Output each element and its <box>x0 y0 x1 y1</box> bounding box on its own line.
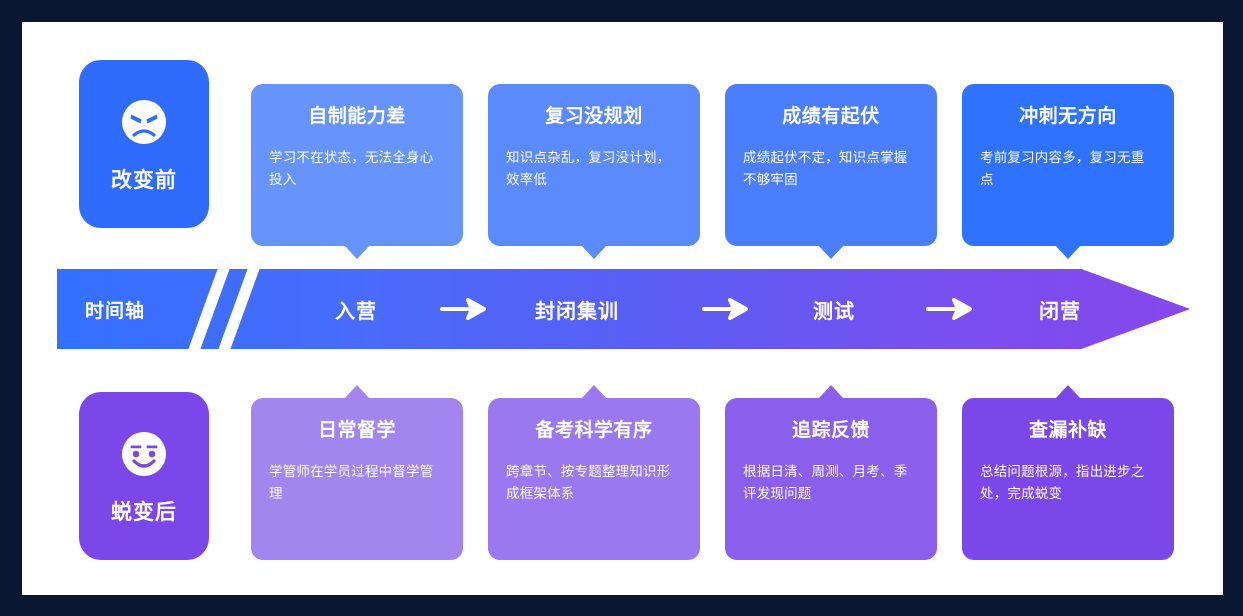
before-badge-label: 改变前 <box>111 169 177 192</box>
before-card-3-title: 成绩有起伏 <box>782 106 880 127</box>
after-row: 蜕变后 日常督学 学管师在学员过程中督学管理 备考科学有序 跨章节、按专题整理知… <box>22 385 1223 582</box>
happy-face-icon <box>116 426 172 482</box>
before-card-2-title: 复习没规划 <box>545 106 643 127</box>
timeline-arrow-2 <box>695 269 759 349</box>
timeline-stage-2-label: 封闭集训 <box>535 300 619 323</box>
after-badge: 蜕变后 <box>79 392 209 560</box>
after-card-3[interactable]: 追踪反馈 根据日清、周测、月考、季评发现问题 <box>725 385 937 560</box>
after-card-2-title: 备考科学有序 <box>535 420 653 441</box>
after-card-3-title: 追踪反馈 <box>791 420 870 441</box>
card-notch-down-icon <box>818 245 844 259</box>
after-card-4-title: 查漏补缺 <box>1028 420 1107 441</box>
arrow-right-icon <box>926 298 972 320</box>
timeline-stage-4-label: 闭营 <box>1039 300 1081 323</box>
infographic-panel: 改变前 自制能力差 学习不在状态，无法全身心投入 复习没规划 知识点杂乱，复习没… <box>22 22 1223 595</box>
before-card-4-title: 冲刺无方向 <box>1019 106 1117 127</box>
card-notch-down-icon <box>344 245 370 259</box>
before-card-1-title: 自制能力差 <box>308 106 406 127</box>
timeline-stage-3-label: 测试 <box>813 300 855 323</box>
card-notch-down-icon <box>1055 245 1081 259</box>
timeline-stage-1[interactable]: 入营 <box>301 269 411 349</box>
timeline-stage-4[interactable]: 闭营 <box>1005 269 1115 349</box>
timeline-arrow-1 <box>433 269 497 349</box>
before-card-1[interactable]: 自制能力差 学习不在状态，无法全身心投入 <box>251 84 463 259</box>
angry-face-icon <box>116 94 172 150</box>
before-card-3[interactable]: 成绩有起伏 成绩起伏不定，知识点掌握不够牢固 <box>725 84 937 259</box>
card-notch-up-icon <box>581 385 607 399</box>
before-card-2[interactable]: 复习没规划 知识点杂乱，复习没计划，效率低 <box>488 84 700 259</box>
timeline-stage-1-label: 入营 <box>335 300 377 323</box>
timeline-label: 时间轴 <box>85 300 146 322</box>
card-notch-down-icon <box>581 245 607 259</box>
after-card-3-desc: 根据日清、周测、月考、季评发现问题 <box>743 463 908 502</box>
before-card-4[interactable]: 冲刺无方向 考前复习内容多，复习无重点 <box>962 84 1174 259</box>
after-card-2[interactable]: 备考科学有序 跨章节、按专题整理知识形成框架体系 <box>488 385 700 560</box>
arrow-right-icon <box>702 298 748 320</box>
card-notch-up-icon <box>818 385 844 399</box>
after-card-1-desc: 学管师在学员过程中督学管理 <box>269 463 434 502</box>
timeline-stage-2[interactable]: 封闭集训 <box>507 269 647 349</box>
after-card-4[interactable]: 查漏补缺 总结问题根源，指出进步之处，完成蜕变 <box>962 385 1174 560</box>
after-card-4-desc: 总结问题根源，指出进步之处，完成蜕变 <box>980 463 1145 502</box>
before-card-4-desc: 考前复习内容多，复习无重点 <box>980 149 1145 188</box>
card-notch-up-icon <box>344 385 370 399</box>
after-badge-label: 蜕变后 <box>111 501 177 524</box>
after-card-2-desc: 跨章节、按专题整理知识形成框架体系 <box>506 463 671 502</box>
card-notch-up-icon <box>1055 385 1081 399</box>
after-card-1[interactable]: 日常督学 学管师在学员过程中督学管理 <box>251 385 463 560</box>
before-badge: 改变前 <box>79 60 209 228</box>
timeline-stage-3[interactable]: 测试 <box>779 269 889 349</box>
timeline: 时间轴 入营 封闭集训 测试 闭营 <box>57 263 1190 355</box>
before-card-3-desc: 成绩起伏不定，知识点掌握不够牢固 <box>743 149 908 188</box>
timeline-arrow-3 <box>919 269 983 349</box>
before-card-2-desc: 知识点杂乱，复习没计划，效率低 <box>506 149 671 188</box>
after-card-1-title: 日常督学 <box>317 420 396 441</box>
arrow-right-icon <box>440 298 486 320</box>
before-row: 改变前 自制能力差 学习不在状态，无法全身心投入 复习没规划 知识点杂乱，复习没… <box>22 60 1223 259</box>
before-card-1-desc: 学习不在状态，无法全身心投入 <box>269 149 434 188</box>
